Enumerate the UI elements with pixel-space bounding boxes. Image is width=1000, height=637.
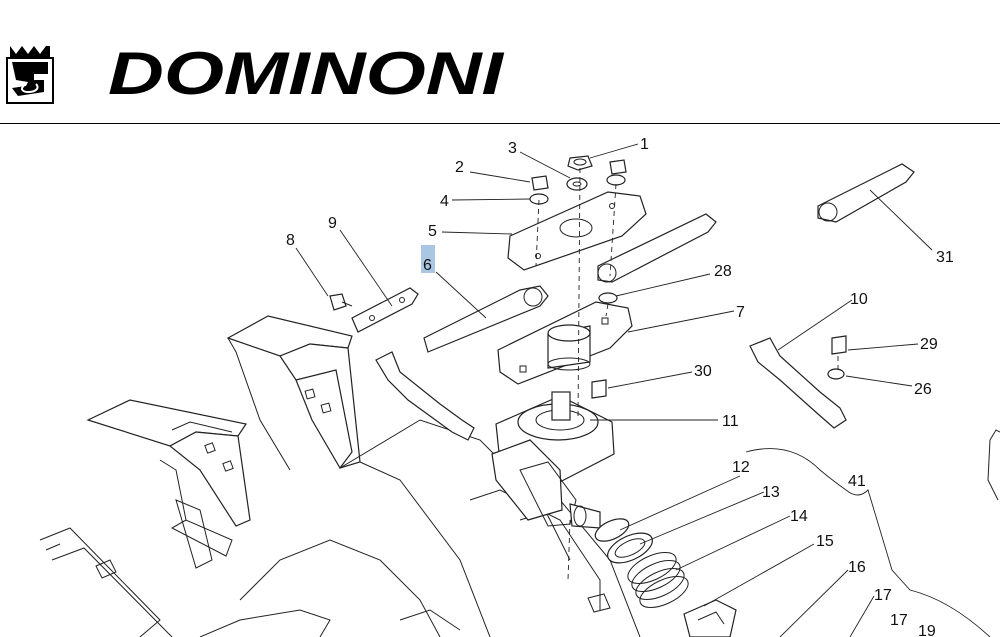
page-header: DOMINONI <box>0 0 1000 124</box>
part-label-17b: 17 <box>890 612 908 629</box>
exploded-parts-diagram: 1 2 3 4 5 6 7 8 9 10 11 12 13 14 15 16 1… <box>39 136 1000 637</box>
group-brace-41 <box>745 448 991 637</box>
part-label-3: 3 <box>508 140 517 157</box>
part-label-15: 15 <box>816 533 834 550</box>
part-label-41: 41 <box>848 473 866 490</box>
part-label-7: 7 <box>736 304 745 321</box>
part-label-4: 4 <box>440 193 449 210</box>
frame-structure <box>39 315 641 637</box>
brand-wordmark-text: DOMINONI <box>108 48 505 102</box>
spring-stack <box>594 429 1000 637</box>
crowned-lion-crest-icon <box>6 46 54 104</box>
part-label-16: 16 <box>848 559 866 576</box>
blade-parts <box>423 163 915 353</box>
part-label-12: 12 <box>732 459 750 476</box>
part-label-11: 11 <box>722 413 739 430</box>
part-label-28: 28 <box>714 263 732 280</box>
part-label-30: 30 <box>694 363 712 380</box>
fasteners <box>329 155 847 581</box>
part-label-5: 5 <box>428 223 437 240</box>
leader-lines <box>295 143 933 637</box>
part-label-10: 10 <box>850 291 868 308</box>
part-label-31: 31 <box>936 249 954 266</box>
part-label-2: 2 <box>455 159 464 176</box>
brand-wordmark: DOMINONI <box>108 48 505 102</box>
highlighted-label-marker <box>421 245 435 273</box>
brackets <box>351 287 847 441</box>
part-label-19: 19 <box>918 623 936 637</box>
part-number-labels: 1 2 3 4 5 6 7 8 9 10 11 12 13 14 15 16 1… <box>286 136 954 637</box>
header-divider <box>0 123 1000 124</box>
part-label-26: 26 <box>914 381 932 398</box>
part-label-29: 29 <box>920 336 938 353</box>
part-label-17a: 17 <box>874 587 892 604</box>
part-label-1: 1 <box>640 136 649 153</box>
part-label-14: 14 <box>790 508 808 525</box>
part-label-8: 8 <box>286 232 295 249</box>
part-label-13: 13 <box>762 484 780 501</box>
part-label-9: 9 <box>328 215 337 232</box>
gearbox-assembly <box>491 324 615 529</box>
part-label-6: 6 <box>423 257 432 274</box>
